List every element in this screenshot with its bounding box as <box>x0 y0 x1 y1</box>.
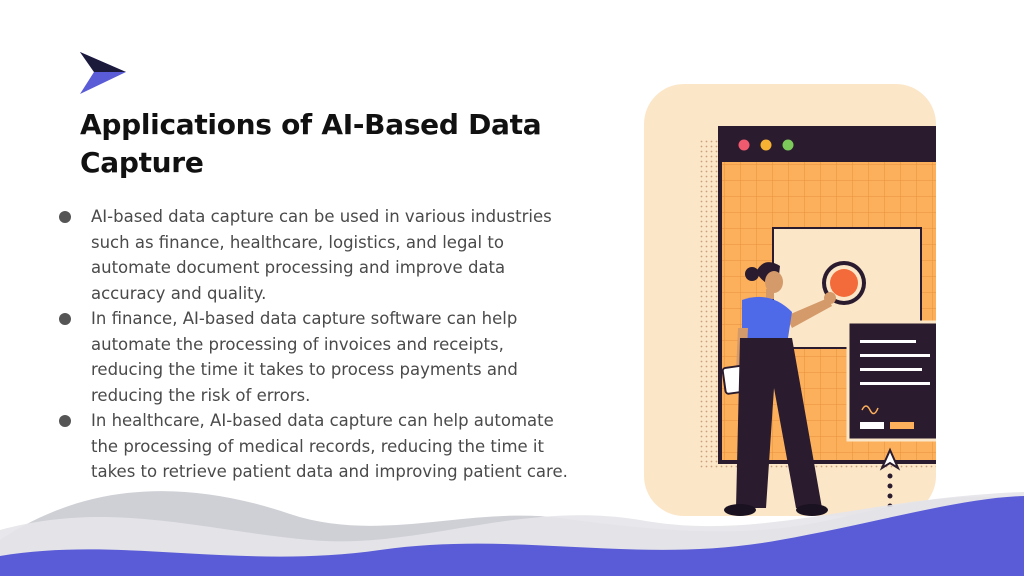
decorative-waves <box>0 491 1024 576</box>
bullet-text: In healthcare, AI-based data capture can… <box>91 411 568 481</box>
bullet-text: AI-based data capture can be used in var… <box>91 207 552 303</box>
illustration-woman-with-document <box>644 84 936 516</box>
bullet-list: AI-based data capture can be used in var… <box>58 204 578 485</box>
bullet-dot-icon <box>59 211 71 223</box>
bullet-dot-icon <box>59 415 71 427</box>
bullet-text: In finance, AI-based data capture softwa… <box>91 309 518 405</box>
arrow-logo-icon <box>80 52 126 94</box>
bullet-item: AI-based data capture can be used in var… <box>58 204 578 306</box>
bullet-item: In finance, AI-based data capture softwa… <box>58 306 578 408</box>
bullet-dot-icon <box>59 313 71 325</box>
bullet-item: In healthcare, AI-based data capture can… <box>58 408 578 485</box>
page-title: Applications of AI-Based Data Capture <box>80 108 542 179</box>
